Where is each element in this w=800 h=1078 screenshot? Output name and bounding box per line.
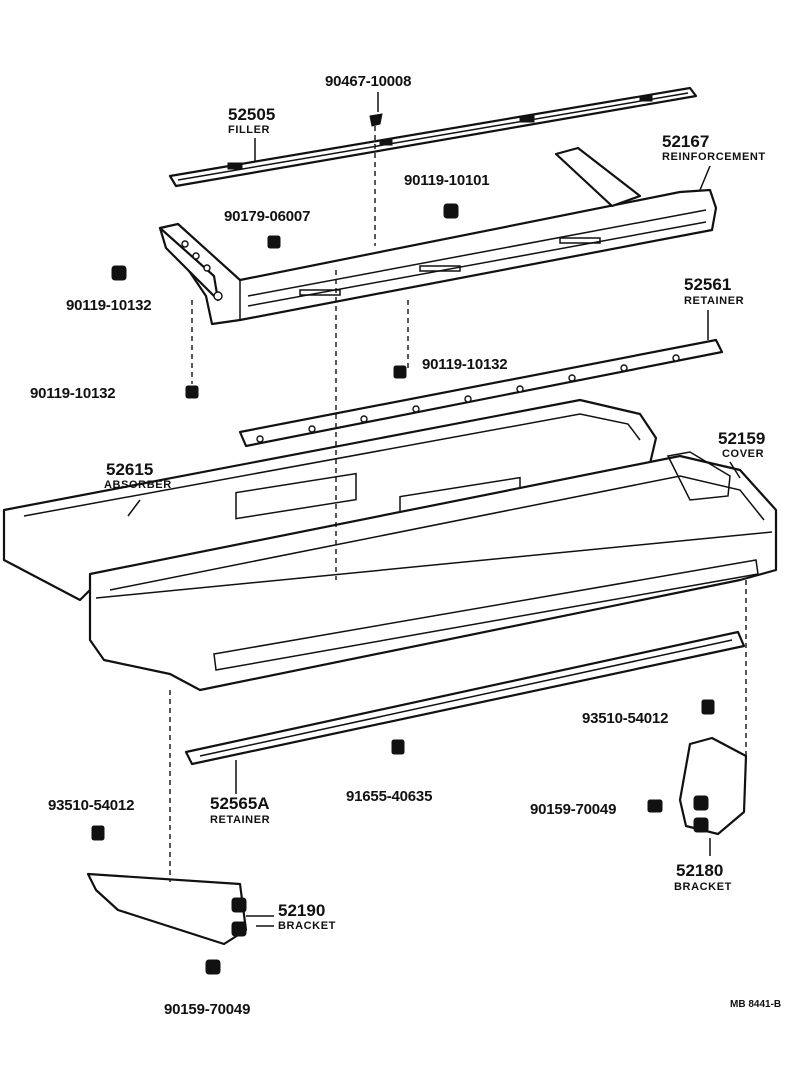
part-number-52159: 52159 (718, 429, 766, 448)
fastener-icons (91, 113, 715, 975)
part-number-52561: 52561 (684, 275, 732, 294)
drawing-code: MB 8441-B (730, 999, 782, 1010)
part-name-bracket-right: BRACKET (674, 881, 732, 893)
part-number-90179: 90179-06007 (224, 208, 311, 225)
part-name-absorber: ABSORBER (104, 479, 172, 491)
part-number-52615: 52615 (106, 460, 154, 479)
reinforcement-part (158, 146, 718, 326)
part-number-52180: 52180 (676, 861, 724, 880)
part-number-52565a: 52565A (210, 794, 270, 813)
part-number-93510-right: 93510-54012 (582, 710, 669, 727)
part-name-filler: FILLER (228, 124, 271, 136)
cover-part (88, 451, 778, 692)
part-name-cover: COVER (722, 448, 765, 460)
part-number-90119-10101: 90119-10101 (404, 172, 490, 189)
part-name-retainer-lower: RETAINER (210, 814, 271, 826)
part-number-52167: 52167 (662, 132, 710, 151)
part-number-90119-10132-b: 90119-10132 (422, 356, 508, 373)
retainer-lower-part (184, 630, 746, 766)
part-number-93510-left: 93510-54012 (48, 797, 135, 814)
part-number-52190: 52190 (278, 901, 326, 920)
part-number-90159-left: 90159-70049 (164, 1001, 251, 1018)
part-name-retainer-upper: RETAINER (684, 295, 745, 307)
retainer-upper-part (238, 338, 724, 448)
leader-lines (127, 92, 741, 927)
part-number-90159-right: 90159-70049 (530, 801, 617, 818)
part-number-90467: 90467-10008 (325, 73, 412, 90)
filler-part (168, 86, 698, 188)
part-name-bracket-left: BRACKET (278, 920, 336, 932)
part-number-90119-10132-c: 90119-10132 (30, 385, 116, 402)
part-number-52505: 52505 (228, 105, 276, 124)
part-number-91655: 91655-40635 (346, 788, 433, 805)
bracket-right-part (678, 736, 748, 836)
bracket-left-part (86, 872, 248, 946)
part-name-reinforcement: REINFORCEMENT (662, 151, 766, 163)
alignment-lines (169, 126, 747, 882)
part-number-90119-10132-a: 90119-10132 (66, 297, 152, 314)
